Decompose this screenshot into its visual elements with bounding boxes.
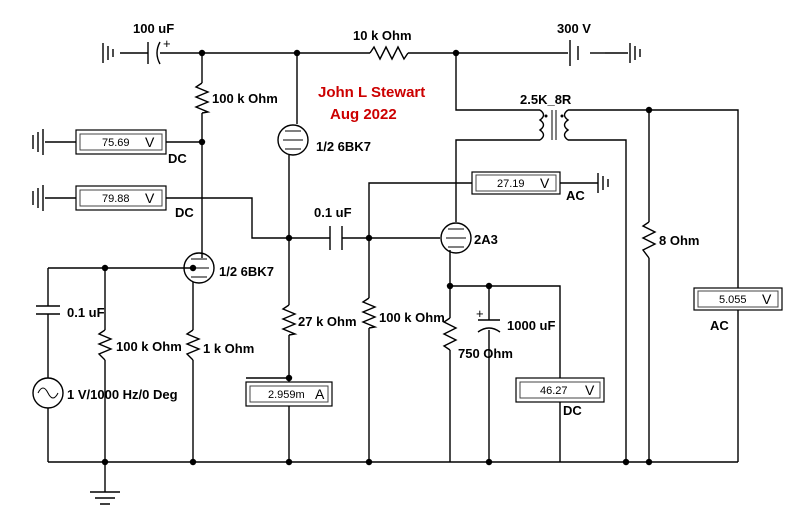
- meter-value: 75.69: [102, 137, 130, 149]
- label-res-grid: 100 k Ohm: [116, 339, 182, 354]
- resistor-load-8: [641, 221, 657, 259]
- resistor-cathode-1k: [185, 329, 201, 361]
- label-res-grid-2a3: 100 k Ohm: [379, 310, 445, 325]
- label-res-cathode-v1b: 27 k Ohm: [298, 314, 357, 329]
- label-tube-v1b: 1/2 6BK7: [316, 139, 371, 154]
- capacitor-input-coupling: +: [147, 36, 171, 65]
- resistor-plate-100k: [194, 82, 211, 114]
- junction-dots: [101, 49, 653, 466]
- ground-symbol-meter3: [597, 173, 609, 193]
- author-date: Aug 2022: [330, 106, 397, 123]
- label-source: 1 V/1000 Hz/0 Deg: [67, 387, 178, 402]
- resistor-grid-100k: [97, 329, 113, 361]
- resistor-27k: [281, 304, 298, 336]
- label-cap-input-coupling: 100 uF: [133, 21, 174, 36]
- svg-text:+: +: [476, 306, 484, 321]
- meter-value: 5.055: [719, 294, 747, 306]
- ground-symbol-left-top: [102, 43, 114, 63]
- resistor-750: [442, 317, 458, 351]
- label-meter-v-plate-2a3-mode: AC: [566, 188, 585, 203]
- label-res-cathode-v1a: 1 k Ohm: [203, 341, 254, 356]
- capacitor-cathode: +: [476, 306, 501, 333]
- label-meter-v-out-mode: AC: [710, 318, 729, 333]
- label-tube-output: 2A3: [474, 232, 498, 247]
- output-transformer: [538, 109, 570, 141]
- meter-v-plate-2a3: 27.19 V: [471, 171, 561, 195]
- label-cap-coupling: 0.1 uF: [314, 205, 352, 220]
- label-transformer: 2.5K_8R: [520, 92, 572, 107]
- author-name: John L Stewart: [318, 84, 425, 101]
- resistor-10k: [369, 45, 409, 61]
- label-tube-v1a: 1/2 6BK7: [219, 264, 274, 279]
- meter-unit: V: [145, 190, 155, 206]
- meter-unit: V: [762, 291, 772, 307]
- label-supply: 300 V: [557, 21, 591, 36]
- meter-value: 79.88: [102, 193, 130, 205]
- ground-symbol-bottom: [90, 491, 120, 505]
- meter-unit: V: [540, 175, 550, 191]
- meter-i-cathode-v1b: 2.959m A: [245, 381, 333, 407]
- meter-value: 46.27: [540, 385, 568, 397]
- supply-battery-symbol: [569, 40, 641, 66]
- label-meter-v-cathode-v1b-mode: DC: [175, 205, 194, 220]
- tube-2a3: [440, 222, 472, 254]
- meter-v-out: 5.055 V: [693, 287, 783, 311]
- meter-v-plate-v1a: 75.69 V: [75, 129, 167, 155]
- label-cap-cathode: 1000 uF: [507, 318, 555, 333]
- ground-symbol-meter1: [32, 129, 44, 155]
- label-meter-v-cathode-2a3-mode: DC: [563, 403, 582, 418]
- label-meter-v-plate-v1a-mode: DC: [168, 151, 187, 166]
- tube-v1a: [183, 252, 215, 284]
- meter-unit: V: [145, 134, 155, 150]
- svg-text:+: +: [163, 36, 171, 51]
- tube-v1b: [277, 124, 309, 156]
- wires: [45, 52, 739, 492]
- label-res-cathode-2a3: 750 Ohm: [458, 346, 513, 361]
- label-res-plate-v1a: 100 k Ohm: [212, 91, 278, 106]
- meter-value: 27.19: [497, 178, 525, 190]
- label-cap-input: 0.1 uF: [67, 305, 105, 320]
- meter-unit: V: [585, 382, 595, 398]
- capacitor-input: [36, 305, 60, 315]
- label-res-supply: 10 k Ohm: [353, 28, 412, 43]
- label-res-load: 8 Ohm: [659, 233, 699, 248]
- meter-unit: A: [315, 386, 325, 402]
- ground-symbol-meter2: [32, 185, 44, 211]
- resistor-grid-2a3: [361, 297, 378, 329]
- meter-value: 2.959m: [268, 389, 305, 401]
- meter-v-cathode-v1b: 79.88 V: [75, 185, 167, 211]
- ac-source: [32, 377, 64, 409]
- capacitor-coupling: [329, 226, 343, 250]
- meter-v-cathode-2a3: 46.27 V: [515, 377, 605, 403]
